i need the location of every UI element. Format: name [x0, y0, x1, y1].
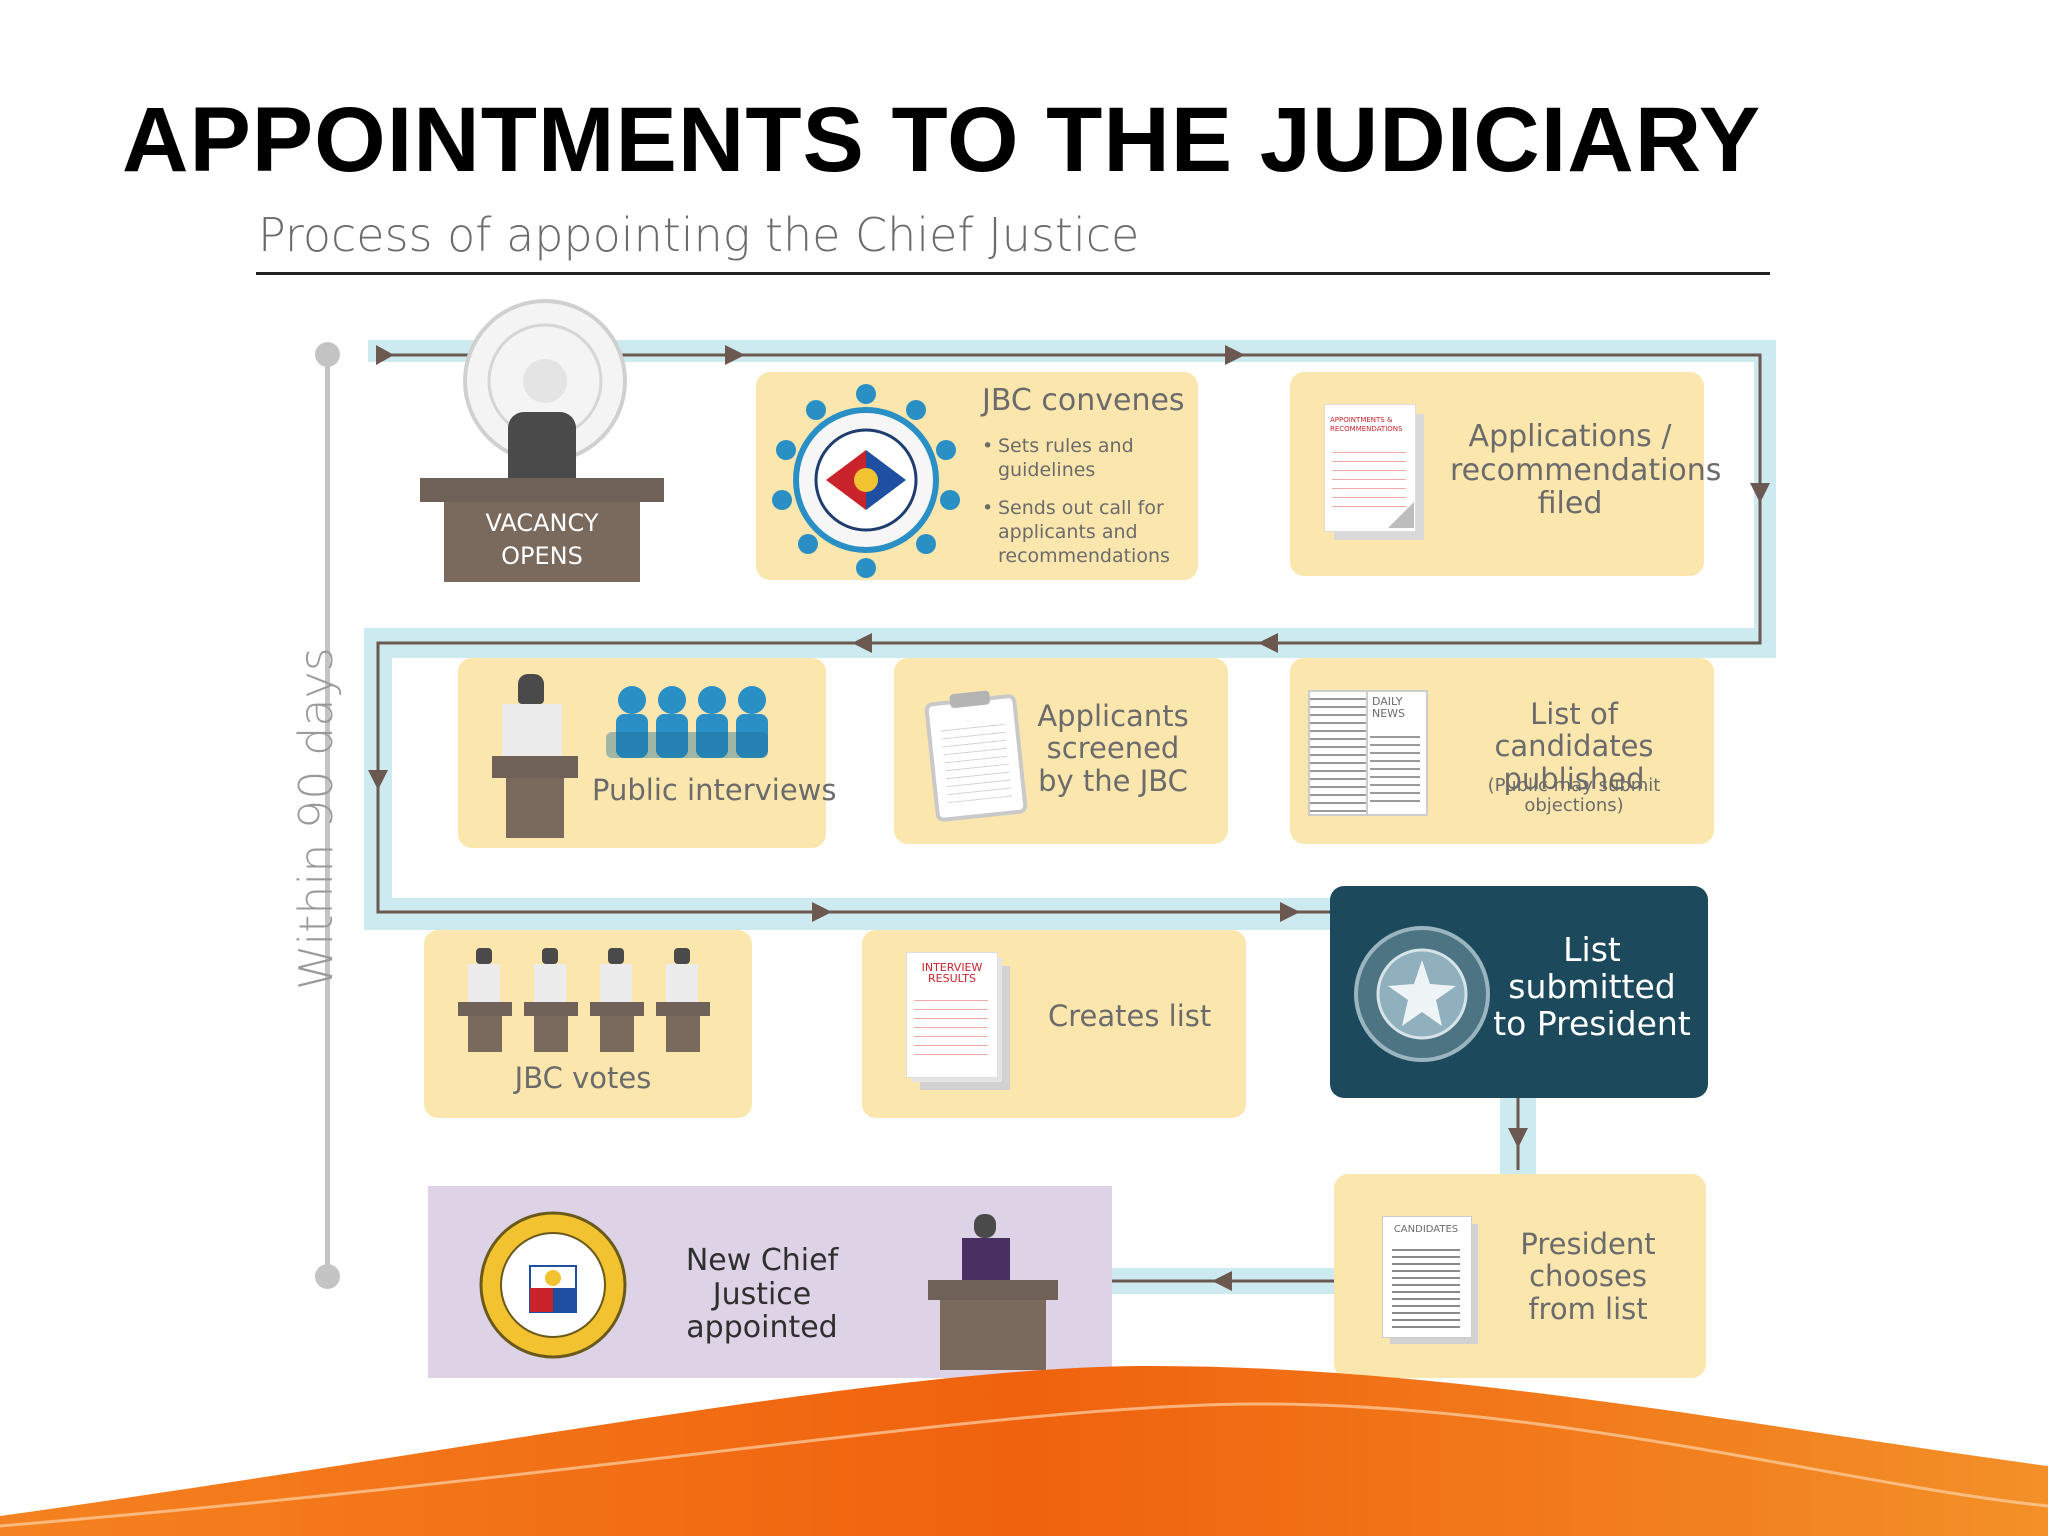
interviewee-icon	[492, 674, 578, 838]
results-document-icon: INTERVIEW RESULTS	[906, 952, 1016, 1092]
desk-front	[444, 502, 640, 582]
voters-icon	[458, 948, 710, 1052]
published-label: List of candidates published	[1494, 697, 1654, 796]
applications-label: Applications / recommendations filed	[1450, 419, 1722, 522]
screened-card: Applicants screened by the JBC	[894, 658, 1228, 844]
timeline-start-dot	[315, 342, 340, 367]
slide-title: APPOINTMENTS TO THE JUDICIARY	[122, 89, 1762, 191]
creates-list-label: Creates list	[1048, 999, 1212, 1033]
audience-icon	[606, 686, 768, 758]
orange-swoosh	[0, 1366, 2048, 1536]
desk-top	[420, 478, 664, 502]
chief-justice-figure-icon	[928, 1214, 1058, 1378]
timeline-bar	[325, 354, 330, 1278]
appointed-card: New Chief Justice appointed	[428, 1186, 1112, 1378]
vacancy-step: VACANCY OPENS	[420, 290, 670, 590]
jbc-seal-icon	[772, 384, 960, 578]
jbc-bullet-1: Sets rules and guidelines	[982, 434, 1158, 482]
clipboard-icon	[923, 690, 1029, 823]
jbc-votes-card: JBC votes	[424, 930, 752, 1118]
creates-list-card: INTERVIEW RESULTS Creates list	[862, 930, 1246, 1118]
newspaper-icon: DAILY NEWS	[1308, 690, 1428, 816]
supreme-court-seal-icon	[463, 299, 627, 463]
jbc-votes-label: JBC votes	[514, 1061, 652, 1095]
screened-label: Applicants screened by the JBC	[1037, 699, 1189, 798]
published-card: DAILY NEWS List of candidates published …	[1290, 658, 1714, 844]
candidates-document-icon: CANDIDATES	[1382, 1216, 1478, 1346]
president-card: CANDIDATES President chooses from list	[1334, 1174, 1706, 1378]
vacancy-label: VACANCY OPENS	[485, 509, 599, 570]
timeline-end-dot	[315, 1264, 340, 1289]
public-interviews-label: Public interviews	[592, 773, 837, 807]
public-interviews-card: Public interviews	[458, 658, 837, 848]
jbc-convenes-title: JBC convenes	[982, 383, 1185, 418]
submitted-label: List submitted to President	[1493, 930, 1691, 1043]
jbc-bullet-2: Sends out call for applicants and recomm…	[982, 496, 1178, 568]
applications-card: APPOINTMENTS & RECOMMENDATIONS Applicati…	[1290, 372, 1722, 576]
published-note: (Public may submit objections)	[1487, 775, 1661, 817]
diagram-subtitle: Process of appointing the Chief Justice	[258, 208, 1140, 262]
chair-icon	[508, 412, 576, 490]
presidential-seal-icon	[1354, 926, 1490, 1062]
president-label: President chooses from list	[1520, 1227, 1656, 1326]
supreme-court-gold-seal-icon	[479, 1211, 627, 1359]
appointed-label: New Chief Justice appointed	[685, 1243, 839, 1346]
submitted-card: List submitted to President	[1330, 886, 1708, 1098]
title-rule	[256, 272, 1770, 275]
jbc-convenes-card: JBC convenes Sets rules and guidelines S…	[756, 372, 1198, 580]
document-icon: APPOINTMENTS & RECOMMENDATIONS	[1324, 404, 1424, 544]
